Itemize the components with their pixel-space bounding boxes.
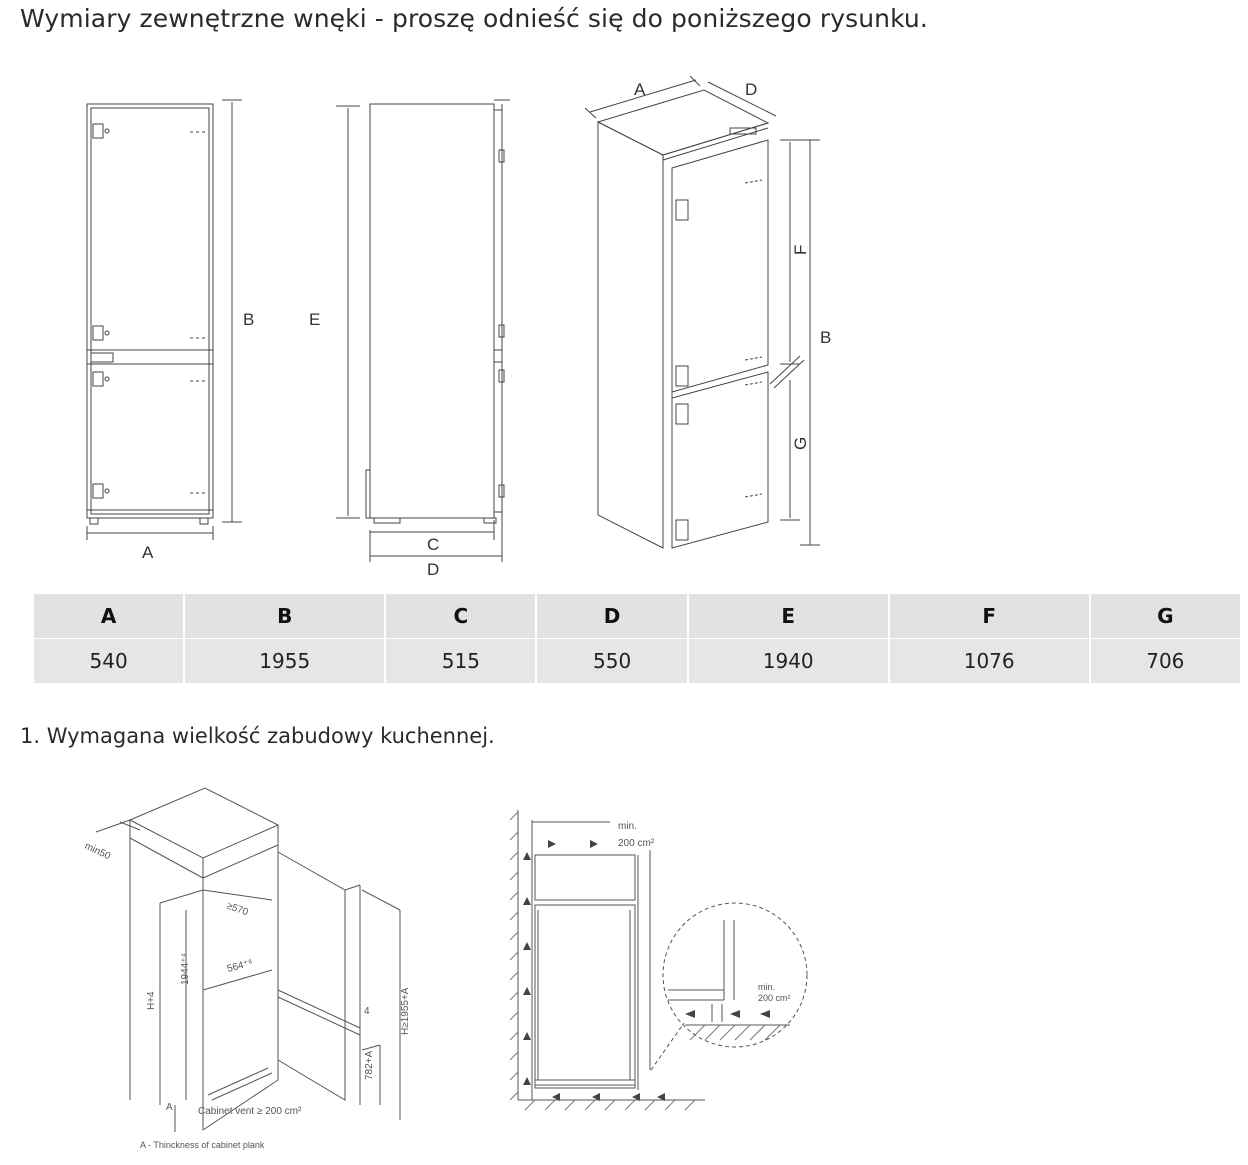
cabinet-diagram [95,787,401,1132]
min50-label: min50 [83,841,113,863]
value-f: 1076 [889,639,1089,683]
height-782-label: 782+A [364,1050,375,1080]
top-area-label: 200 cm² [618,838,655,849]
header-a: A [34,594,184,638]
ventilation-diagram [509,810,808,1111]
front-view [86,99,242,540]
plank-a-label: A [166,1102,173,1113]
iso-f-label: F [791,245,810,255]
side-d-label: D [427,560,439,579]
isometric-view [584,75,820,549]
width-564-label: 564⁺⁸ [226,957,254,974]
table-header-row: A B C D E F G [34,594,1240,638]
value-e: 1940 [688,639,888,683]
header-f: F [889,594,1089,638]
height-h4-label: H+4 [146,991,157,1010]
iso-d-label: D [745,80,757,99]
installation-drawings: min50 ≥570 564⁺⁸ 1944⁺⁴ H+4 4 H≥1955+A 7… [83,787,808,1150]
header-g: G [1090,594,1240,638]
front-b-label: B [243,310,254,329]
height-1955-label: H≥1955+A [400,987,411,1035]
side-view [336,99,510,562]
height-1944-label: 1944⁺⁴ [180,953,191,985]
side-e-label: E [309,310,320,329]
top-min-label: min. [618,821,637,832]
cabinet-vent-label: Cabinet vent ≥ 200 cm² [198,1106,302,1117]
header-c: C [386,594,536,638]
width-570-label: ≥570 [225,900,250,918]
gap-4-label: 4 [364,1006,370,1017]
header-d: D [537,594,687,638]
value-g: 706 [1090,639,1240,683]
plank-note-label: A - Thinckness of cabinet plank [140,1140,265,1150]
iso-g-label: G [791,437,810,450]
dimensions-table: A B C D E F G 540 1955 515 550 1940 1076… [32,593,1242,684]
iso-b-label: B [820,328,831,347]
header-e: E [688,594,888,638]
iso-a-label: A [634,80,646,99]
header-b: B [185,594,385,638]
value-c: 515 [386,639,536,683]
page-heading: Wymiary zewnętrzne wnęki - proszę odnieś… [20,4,928,33]
value-a: 540 [34,639,184,683]
detail-min-label: min. [758,982,775,992]
section-heading: 1. Wymagana wielkość zabudowy kuchennej. [20,724,495,748]
appliance-dimension-drawings: A B E C D A D F B G [86,75,831,579]
detail-area-label: 200 cm² [758,993,791,1003]
side-c-label: C [427,535,439,554]
front-a-label: A [142,543,154,562]
table-row: 540 1955 515 550 1940 1076 706 [34,639,1240,683]
value-b: 1955 [185,639,385,683]
value-d: 550 [537,639,687,683]
